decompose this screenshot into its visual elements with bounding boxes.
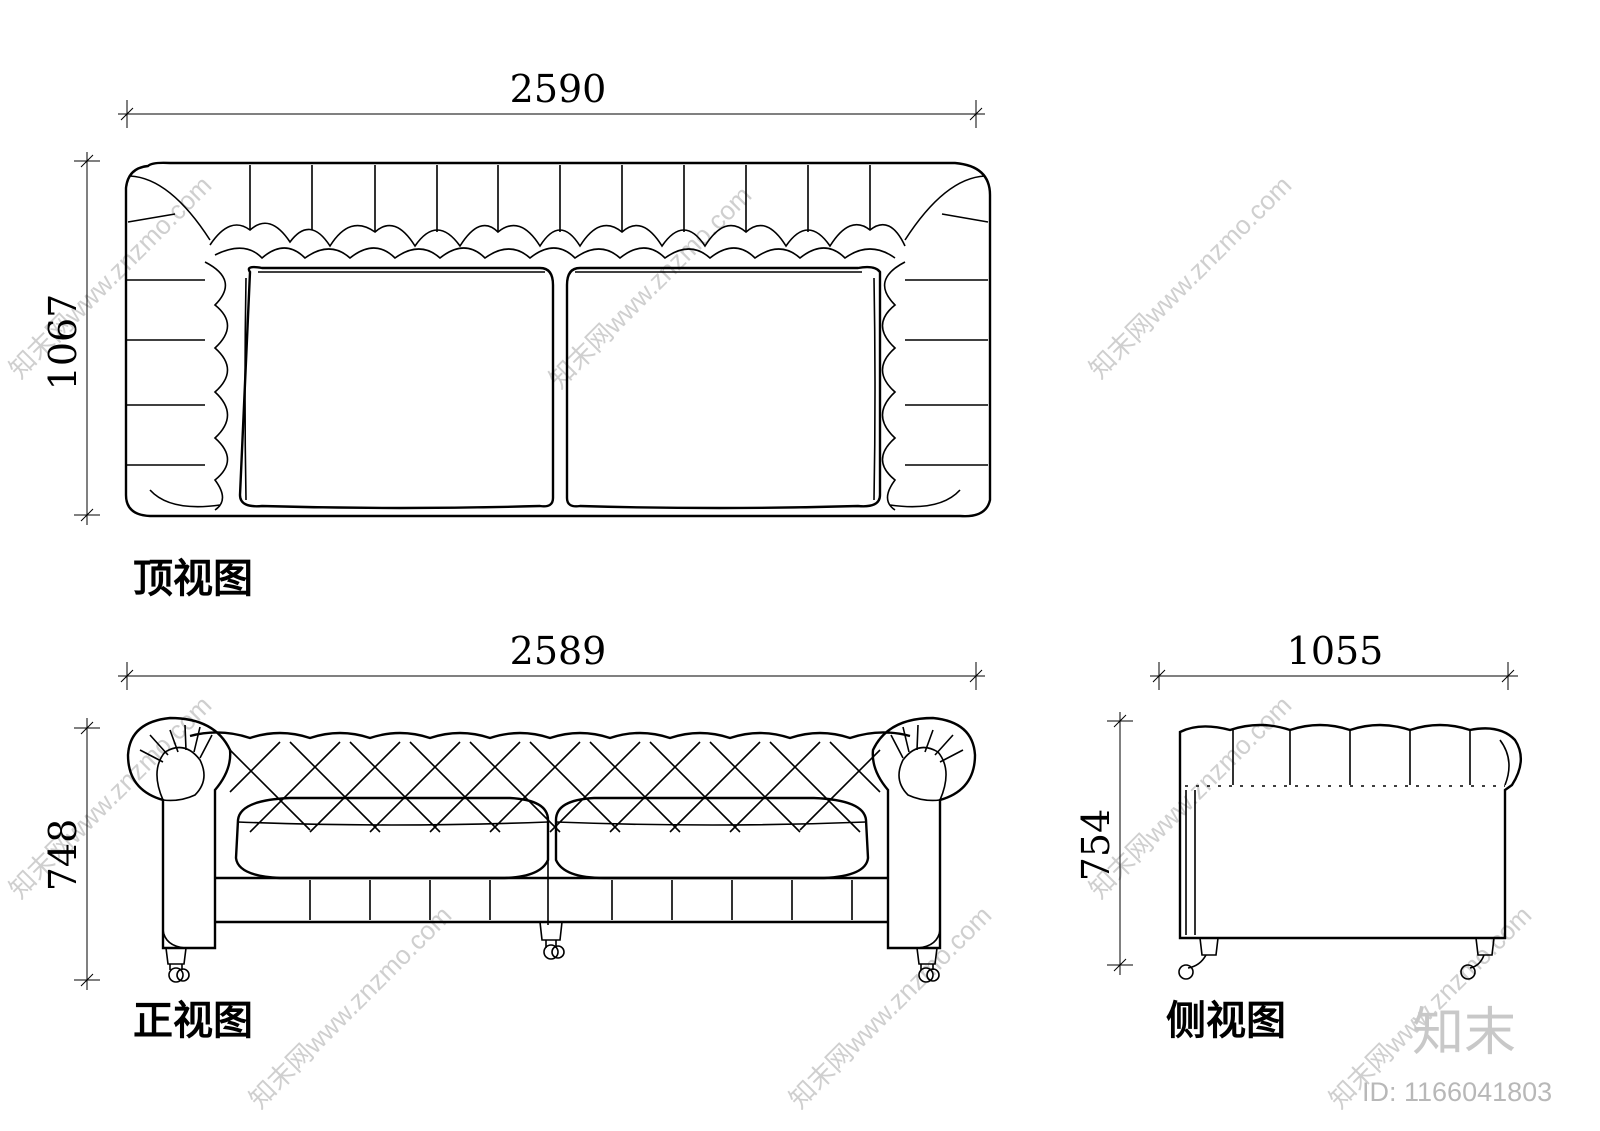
front-height-dimension: 748 (41, 718, 100, 990)
site-watermark: 知末网www.znzmo.com (783, 900, 997, 1114)
front-view: 2589 748 (41, 629, 985, 1044)
front-width-dimension: 2589 (118, 629, 985, 690)
site-watermark: 知末网www.znzmo.com (3, 690, 217, 904)
front-cushion-left (234, 796, 550, 880)
top-cushion-right (565, 265, 882, 510)
front-view-label: 正视图 (133, 997, 253, 1044)
top-view-label: 顶视图 (133, 555, 253, 602)
side-width-value: 1055 (1287, 629, 1384, 673)
front-right-arm-scroll (898, 746, 947, 802)
front-right-arm (871, 716, 977, 950)
side-width-dimension: 1055 (1150, 629, 1518, 690)
top-width-value: 2590 (510, 67, 607, 111)
front-height-value: 748 (41, 819, 85, 892)
top-cushion-left-piping (244, 271, 545, 501)
site-watermark: 知末网www.znzmo.com (3, 170, 217, 384)
front-cushion-right (554, 796, 870, 880)
front-width-value: 2589 (510, 629, 607, 673)
side-view-label: 侧视图 (1166, 997, 1286, 1044)
front-diamond-tufting (229, 741, 881, 833)
top-depth-dimension: 1067 (41, 152, 100, 525)
side-back-roll (1499, 739, 1510, 786)
front-casters (165, 921, 940, 983)
side-casters (1178, 937, 1495, 980)
side-outline (1178, 723, 1522, 940)
front-left-arm-scroll (156, 746, 205, 802)
top-width-dimension: 2590 (118, 67, 985, 128)
top-cushion-right-piping (575, 271, 876, 501)
front-back-outline (189, 731, 911, 740)
top-cushion-left (238, 265, 555, 510)
site-watermark: 知末网www.znzmo.com (243, 900, 457, 1114)
side-height-value: 754 (1074, 809, 1118, 882)
side-view: 1055 754 侧视图 (1074, 629, 1522, 1044)
site-watermark: 知末网www.znzmo.com (543, 180, 757, 394)
top-back-tufting (127, 165, 989, 260)
side-height-dimension: 754 (1074, 712, 1133, 975)
side-arm-pleats (1232, 730, 1471, 785)
front-base (215, 876, 888, 924)
top-depth-value: 1067 (41, 294, 85, 391)
top-arm-tufting (126, 261, 988, 511)
top-outline (124, 161, 992, 518)
site-watermark: 知末网www.znzmo.com (1083, 170, 1297, 384)
front-left-arm (126, 716, 232, 950)
image-id-text: ID: 1166041803 (1362, 1077, 1552, 1107)
brand-watermark: 知末 (1412, 1003, 1516, 1063)
top-view: 2590 1067 (41, 67, 992, 602)
